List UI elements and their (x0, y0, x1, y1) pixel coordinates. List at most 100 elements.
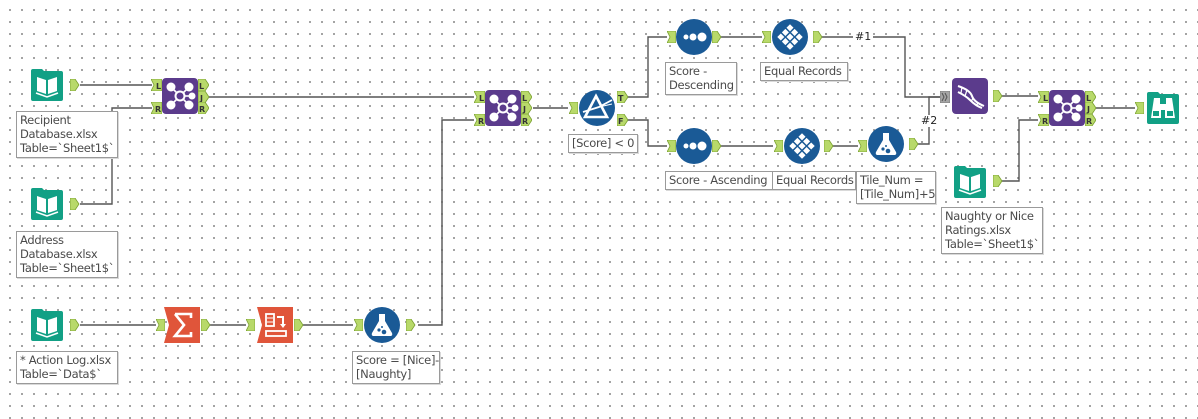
annotation-sort-descending: Score - Descending (665, 62, 737, 95)
output-anchor[interactable] (712, 31, 722, 43)
wire-ratings-to-join3[interactable] (1000, 119, 1038, 182)
wire-formula-to-join2[interactable] (418, 119, 474, 326)
input-data-tool-ratings[interactable] (952, 164, 988, 200)
input-anchor[interactable] (667, 140, 676, 152)
join-output-anchor-left[interactable]: L (521, 91, 532, 103)
union-input-anchor[interactable] (940, 91, 950, 103)
input-data-tool-action-log[interactable] (29, 307, 65, 343)
input-anchor[interactable] (354, 319, 363, 331)
sort-dots-icon (676, 128, 712, 164)
cross-tab-icon (257, 307, 293, 343)
filter-true-anchor[interactable]: T (617, 91, 628, 103)
join-output-anchor-join[interactable]: J (198, 91, 209, 103)
sort-tool-ascending[interactable] (676, 128, 712, 164)
output-anchor[interactable] (70, 198, 80, 210)
join-icon (485, 90, 521, 126)
filter-tool[interactable] (579, 90, 615, 126)
output-anchor[interactable] (70, 319, 80, 331)
input-anchor[interactable] (569, 102, 578, 114)
browse-tool[interactable] (1145, 90, 1181, 126)
annotation-ratings: Naughty or Nice Ratings.xlsx Table=`Shee… (941, 207, 1043, 254)
sigma-icon (164, 307, 200, 343)
join-output-anchor-right[interactable]: R (1085, 114, 1096, 126)
book-icon (31, 309, 63, 341)
wire-label-2: #2 (919, 114, 940, 127)
svg-text:L: L (479, 94, 484, 103)
output-anchor[interactable] (824, 140, 834, 152)
binoculars-icon (1147, 92, 1179, 124)
svg-text:L: L (522, 94, 527, 103)
input-data-tool-address[interactable] (29, 186, 65, 222)
svg-text:R: R (1042, 117, 1048, 126)
join-tool-1[interactable] (162, 78, 198, 114)
dna-icon (952, 78, 988, 114)
output-anchor[interactable] (406, 319, 416, 331)
join-input-anchor-right[interactable]: R (1038, 114, 1049, 126)
sort-dots-icon (676, 19, 712, 55)
filter-false-anchor[interactable]: F (617, 114, 628, 126)
svg-text:R: R (522, 117, 528, 126)
join-output-anchor-left[interactable]: L (1085, 91, 1096, 103)
join-tool-3[interactable] (1049, 90, 1085, 126)
input-anchor[interactable] (667, 31, 676, 43)
annotation-action-log: * Action Log.xlsx Table=`Data$` (16, 351, 118, 384)
svg-text:L: L (1043, 94, 1048, 103)
input-anchor[interactable] (246, 319, 255, 331)
join-input-anchor-right[interactable]: R (151, 102, 162, 114)
output-anchor[interactable] (201, 319, 211, 331)
svg-text:R: R (199, 105, 205, 114)
svg-text:R: R (155, 105, 161, 114)
book-icon (31, 69, 63, 101)
svg-text:L: L (156, 82, 161, 91)
prism-icon (579, 90, 615, 126)
tile-diamond-icon (772, 19, 808, 55)
input-data-tool-recipient[interactable] (29, 67, 65, 103)
annotation-tile-2: Equal Records (772, 171, 856, 190)
input-anchor[interactable] (858, 140, 867, 152)
annotation-filter: [Score] < 0 (568, 134, 639, 153)
annotation-recipient: Recipient Database.xlsx Table=`Sheet1$` (16, 111, 118, 158)
join-input-anchor-left[interactable]: L (474, 91, 485, 103)
join-output-anchor-left[interactable]: L (198, 79, 209, 91)
join-output-anchor-join[interactable]: J (1085, 102, 1096, 114)
summarize-tool[interactable] (164, 307, 200, 343)
book-icon (954, 166, 986, 198)
output-anchor[interactable] (909, 138, 919, 150)
output-anchor[interactable] (294, 319, 304, 331)
formula-tool-tile[interactable] (868, 126, 904, 162)
svg-text:R: R (1086, 117, 1092, 126)
join-icon (162, 78, 198, 114)
join-output-anchor-join[interactable]: J (521, 102, 532, 114)
join-tool-2[interactable] (485, 90, 521, 126)
input-anchor[interactable] (156, 319, 165, 331)
join-output-anchor-right[interactable]: R (521, 114, 532, 126)
annotation-address: Address Database.xlsx Table=`Sheet1$` (16, 231, 118, 278)
svg-text:J: J (1086, 105, 1090, 114)
input-anchor[interactable] (1135, 102, 1144, 114)
book-icon (31, 188, 63, 220)
wire-filter-false-to-sort-asc[interactable] (627, 119, 667, 147)
cross-tab-tool[interactable] (257, 307, 293, 343)
annotation-formula-tile: Tile_Num = [Tile_Num]+5 (856, 171, 936, 204)
join-icon (1049, 90, 1085, 126)
union-tool[interactable] (952, 78, 988, 114)
join-input-anchor-left[interactable]: L (151, 79, 162, 91)
tile-tool-1[interactable] (772, 19, 808, 55)
output-anchor[interactable] (993, 175, 1003, 187)
output-anchor[interactable] (813, 31, 823, 43)
output-anchor[interactable] (993, 90, 1003, 102)
svg-text:L: L (1086, 94, 1091, 103)
input-anchor[interactable] (774, 140, 783, 152)
wire-filter-true-to-sort-desc[interactable] (627, 36, 667, 98)
join-input-anchor-left[interactable]: L (1038, 91, 1049, 103)
tile-tool-2[interactable] (784, 128, 820, 164)
join-output-anchor-right[interactable]: R (198, 102, 209, 114)
input-anchor[interactable] (762, 31, 771, 43)
output-anchor[interactable] (712, 140, 722, 152)
output-anchor[interactable] (70, 79, 80, 91)
svg-text:L: L (199, 82, 204, 91)
sort-tool-descending[interactable] (676, 19, 712, 55)
annotation-tile-1: Equal Records (760, 62, 848, 81)
formula-tool-score[interactable] (364, 307, 400, 343)
join-input-anchor-right[interactable]: R (474, 114, 485, 126)
